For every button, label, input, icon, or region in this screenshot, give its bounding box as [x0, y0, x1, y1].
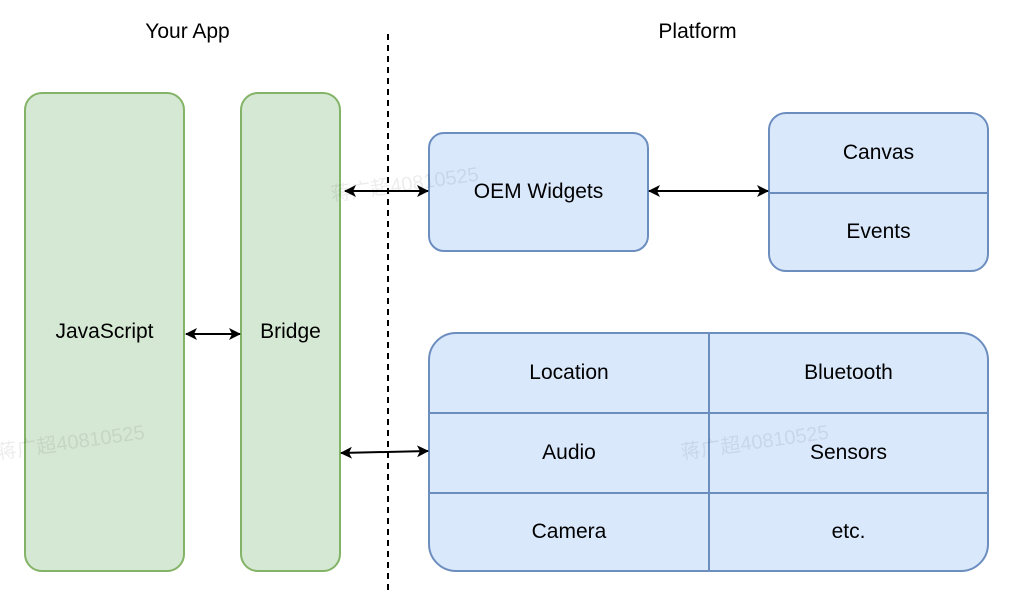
arrow-bridge-services [340, 445, 429, 459]
service-bluetooth: Bluetooth [710, 334, 987, 412]
events-label: Events [846, 220, 911, 243]
service-location-label: Location [529, 361, 609, 384]
services-row-divider-2 [430, 492, 987, 494]
canvas-events-box[interactable]: Canvas Events [768, 112, 989, 272]
canvas-cell: Canvas [770, 114, 987, 192]
javascript-label: JavaScript [55, 320, 154, 343]
services-vertical-divider [708, 334, 710, 570]
services-box[interactable]: Location Bluetooth Audio Sensors Camera … [428, 332, 989, 572]
service-bluetooth-label: Bluetooth [804, 361, 893, 384]
canvas-events-divider [770, 192, 987, 194]
events-cell: Events [770, 194, 987, 270]
service-camera: Camera [430, 494, 708, 570]
service-audio-label: Audio [542, 441, 596, 464]
canvas-label: Canvas [842, 141, 915, 164]
heading-your-app: Your App [145, 20, 230, 43]
bridge-label: Bridge [260, 320, 321, 343]
service-etc-label: etc. [831, 520, 866, 543]
heading-platform: Platform [658, 20, 737, 43]
bridge-box[interactable]: Bridge [240, 92, 341, 572]
service-sensors: Sensors [710, 414, 987, 492]
javascript-box[interactable]: JavaScript [24, 92, 185, 572]
service-location: Location [430, 334, 708, 412]
service-sensors-label: Sensors [809, 441, 888, 464]
services-row-divider-1 [430, 412, 987, 414]
oem-widgets-label: OEM Widgets [473, 180, 604, 203]
service-camera-label: Camera [531, 520, 607, 543]
service-etc: etc. [710, 494, 987, 570]
service-audio: Audio [430, 414, 708, 492]
oem-widgets-box[interactable]: OEM Widgets [428, 132, 649, 252]
